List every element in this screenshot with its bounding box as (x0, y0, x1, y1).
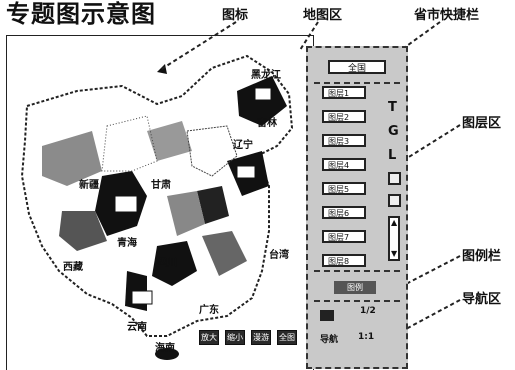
control-panel: 全国 图层1 图层2 图层3 图层4 图层5 图层6 图层7 图层8 T G L… (306, 46, 408, 369)
map-label-box (131, 290, 153, 305)
scroll-up-icon[interactable]: ▲ (391, 218, 398, 227)
panel-divider (314, 300, 400, 302)
map-region-mid (147, 121, 192, 161)
legend-button[interactable]: 图例 (334, 281, 376, 294)
province-label: 四川 (157, 258, 177, 269)
province-label: 西藏 (63, 262, 83, 273)
zoom-out-button[interactable]: 缩小 (225, 330, 245, 345)
map-region-mid (167, 191, 205, 236)
province-label: 辽宁 (233, 140, 253, 151)
map-label-box (236, 165, 256, 179)
nav-scale-text: 1/2 (360, 306, 376, 316)
province-label: 新疆 (79, 180, 99, 191)
map-label-box (114, 195, 138, 213)
nav-label-b[interactable]: 1:1 (358, 332, 375, 342)
province-label: 吉林 (257, 118, 277, 129)
province-label: 海南 (155, 343, 175, 354)
province-label: 青海 (117, 238, 137, 249)
panel-divider (314, 270, 400, 272)
china-map[interactable] (7, 36, 313, 370)
callout-icon: 图标 (222, 8, 249, 23)
province-label: 台湾 (269, 250, 289, 261)
map-label-box (254, 87, 272, 101)
panel-divider (314, 82, 400, 84)
text-tool-icon[interactable]: T (388, 100, 397, 115)
checkbox-icon[interactable] (388, 194, 401, 207)
layer-scrollbar[interactable]: ▲ ▼ (388, 216, 400, 261)
map-area[interactable]: 新疆 西藏 青海 甘肃 四川 云南 广东 海南 台湾 黑龙江 吉林 辽宁 放大 … (6, 35, 314, 370)
province-label: 黑龙江 (251, 70, 281, 81)
nav-label-a[interactable]: 导航 (320, 335, 339, 345)
callout-legend-bar: 图例栏 (462, 249, 502, 264)
map-region-dark (152, 241, 197, 286)
map-region-mid (59, 211, 107, 251)
callout-map-area: 地图区 (303, 8, 343, 23)
map-region-hatched (186, 125, 238, 177)
map-icon-marker (157, 64, 167, 74)
map-region-mid (42, 131, 102, 186)
map-region-mid (202, 231, 247, 276)
callout-province-bar: 省市快捷栏 (414, 8, 480, 23)
layer-item[interactable]: 图层1 (322, 86, 366, 99)
map-region-dark (237, 76, 287, 126)
province-label: 甘肃 (151, 180, 171, 191)
callout-nav-area: 导航区 (462, 292, 502, 307)
nav-square-icon[interactable] (320, 310, 334, 321)
callout-layer-area: 图层区 (462, 116, 502, 131)
leader-layer-area (403, 124, 461, 161)
province-quick-button[interactable]: 全国 (328, 60, 386, 74)
layer-item[interactable]: 图层6 (322, 206, 366, 219)
province-label: 广东 (199, 305, 219, 316)
map-island (155, 348, 179, 360)
province-label: 云南 (127, 322, 147, 333)
map-toolbar: 放大 缩小 漫游 全图 (199, 330, 297, 345)
layer-item[interactable]: 图层8 (322, 254, 366, 267)
zoom-in-button[interactable]: 放大 (199, 330, 219, 345)
checkbox-icon[interactable] (388, 172, 401, 185)
layer-item[interactable]: 图层3 (322, 134, 366, 147)
scroll-down-icon[interactable]: ▼ (391, 249, 398, 258)
layer-item[interactable]: 图层2 (322, 110, 366, 123)
layer-item[interactable]: 图层7 (322, 230, 366, 243)
pan-button[interactable]: 漫游 (251, 330, 271, 345)
line-tool-icon[interactable]: L (388, 148, 397, 163)
page-title: 专题图示意图 (6, 0, 156, 28)
leader-nav-area (403, 299, 461, 331)
map-region-dark (197, 186, 229, 224)
full-extent-button[interactable]: 全图 (277, 330, 297, 345)
leader-legend-bar (403, 255, 461, 286)
layer-item[interactable]: 图层4 (322, 158, 366, 171)
layer-item[interactable]: 图层5 (322, 182, 366, 195)
graph-tool-icon[interactable]: G (388, 124, 399, 139)
